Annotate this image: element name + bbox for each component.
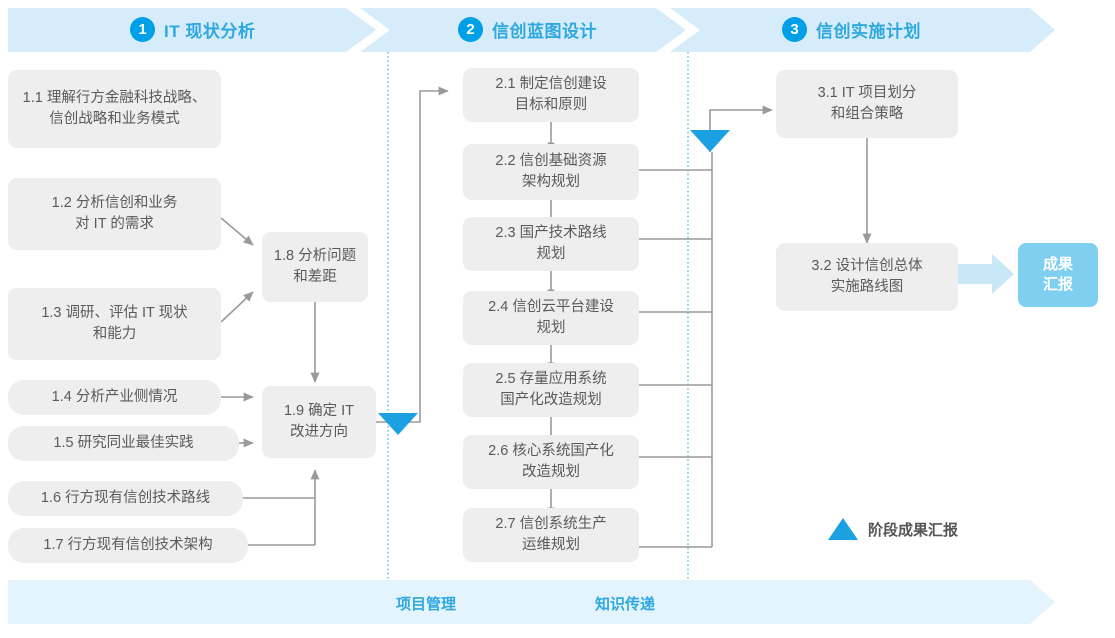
node-1-9[interactable]: 1.9 确定 IT 改进方向 [262, 386, 376, 458]
node-2-2-label: 2.2 信创基础资源 架构规划 [495, 152, 607, 190]
phase-header-3[interactable]: 3 信创实施计划 [782, 17, 921, 42]
phase-label-2: 信创蓝图设计 [492, 22, 597, 41]
node-1-4[interactable]: 1.4 分析产业侧情况 [8, 380, 221, 415]
node-2-7-label: 2.7 信创系统生产 运维规划 [495, 515, 607, 553]
triangle-icon [828, 518, 858, 540]
node-1-2[interactable]: 1.2 分析信创和业务 对 IT 的需求 [8, 178, 221, 250]
node-1-7-label: 1.7 行方现有信创技术架构 [43, 536, 213, 553]
phase-label-1: IT 现状分析 [164, 22, 256, 41]
node-1-2-label: 1.2 分析信创和业务 对 IT 的需求 [51, 194, 178, 232]
phase-number-3: 3 [782, 17, 807, 42]
node-3-1[interactable]: 3.1 IT 项目划分 和组合策略 [776, 70, 958, 138]
node-1-5-label: 1.5 研究同业最佳实践 [53, 434, 194, 451]
node-2-7[interactable]: 2.7 信创系统生产 运维规划 [463, 508, 639, 562]
node-2-3[interactable]: 2.3 国产技术路线 规划 [463, 217, 639, 271]
footer-label-project-management: 项目管理 [396, 596, 457, 613]
phase-header-2[interactable]: 2 信创蓝图设计 [458, 17, 597, 42]
node-1-1[interactable]: 1.1 理解行方金融科技战略、 信创战略和业务模式 [8, 70, 221, 148]
node-3-2[interactable]: 3.2 设计信创总体 实施路线图 [776, 243, 958, 311]
phase-banner-bottom [8, 580, 1058, 624]
legend-milestone-label: 阶段成果汇报 [868, 521, 959, 539]
milestone-triangle-phase1 [378, 413, 418, 435]
node-1-8[interactable]: 1.8 分析问题 和差距 [262, 232, 368, 302]
node-2-5-label: 2.5 存量应用系统 国产化改造规划 [495, 370, 607, 408]
node-2-3-label: 2.3 国产技术路线 规划 [495, 224, 607, 262]
legend-milestone: 阶段成果汇报 [828, 518, 958, 540]
node-1-1-label: 1.1 理解行方金融科技战略、 信创战略和业务模式 [22, 89, 207, 127]
node-1-3-label: 1.3 调研、评估 IT 现状 和能力 [41, 304, 188, 342]
node-1-7[interactable]: 1.7 行方现有信创技术架构 [8, 528, 248, 563]
footer-label-knowledge-transfer: 知识传递 [595, 596, 656, 613]
node-1-9-label: 1.9 确定 IT 改进方向 [283, 402, 355, 440]
node-2-2[interactable]: 2.2 信创基础资源 架构规划 [463, 144, 639, 200]
node-2-6-label: 2.6 核心系统国产化 改造规划 [488, 442, 614, 480]
node-1-8-label: 1.8 分析问题 和差距 [273, 247, 357, 285]
phase-number-2: 2 [458, 17, 483, 42]
node-1-4-label: 1.4 分析产业侧情况 [51, 388, 178, 405]
node-2-4-label: 2.4 信创云平台建设 规划 [488, 298, 614, 336]
node-1-6-label: 1.6 行方现有信创技术路线 [40, 489, 211, 506]
node-1-3[interactable]: 1.3 调研、评估 IT 现状 和能力 [8, 288, 221, 360]
result-arrow [956, 254, 1014, 294]
node-2-5[interactable]: 2.5 存量应用系统 国产化改造规划 [463, 363, 639, 417]
phase-label-3: 信创实施计划 [816, 22, 921, 41]
node-1-5[interactable]: 1.5 研究同业最佳实践 [8, 426, 239, 461]
node-2-4[interactable]: 2.4 信创云平台建设 规划 [463, 291, 639, 345]
phase-number-1: 1 [130, 17, 155, 42]
node-result-report-label: 成果 汇报 [1042, 255, 1073, 293]
node-2-1[interactable]: 2.1 制定信创建设 目标和原则 [463, 68, 639, 122]
node-3-2-label: 3.2 设计信创总体 实施路线图 [811, 257, 923, 295]
node-1-6[interactable]: 1.6 行方现有信创技术路线 [8, 481, 243, 516]
phase-header-1[interactable]: 1 IT 现状分析 [130, 17, 255, 42]
node-2-6[interactable]: 2.6 核心系统国产化 改造规划 [463, 435, 639, 489]
node-2-1-label: 2.1 制定信创建设 目标和原则 [495, 75, 607, 113]
milestone-triangle-phase2 [690, 130, 730, 152]
node-result-report[interactable]: 成果 汇报 [1018, 243, 1098, 307]
node-3-1-label: 3.1 IT 项目划分 和组合策略 [817, 84, 917, 122]
